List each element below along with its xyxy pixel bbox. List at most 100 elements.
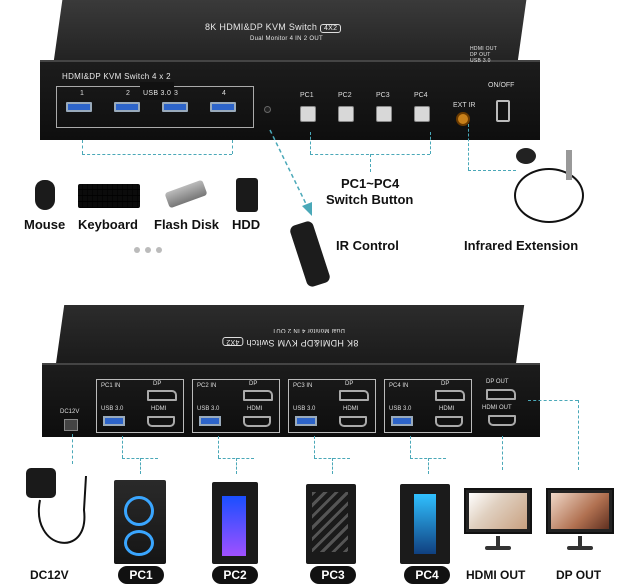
connector-line: [140, 458, 141, 474]
ir-receiver-icon: [516, 148, 536, 164]
connector-line: [310, 132, 311, 154]
pc2-hdmi-port[interactable]: [243, 416, 271, 427]
switch-button-caption-2: Switch Button: [326, 192, 414, 207]
pc2-switch-button[interactable]: [338, 106, 354, 122]
device-front-panel: HDMI&DP KVM Switch 4 x 2 USB 3.0 1 2 3 4…: [40, 60, 540, 140]
connector-line: [82, 140, 83, 154]
usb-port-number: 3: [174, 90, 178, 97]
dc-power-port[interactable]: [64, 419, 78, 431]
pc-button-label: PC2: [338, 92, 352, 99]
pc1-hdmi-port[interactable]: [147, 416, 175, 427]
mouse-icon: [35, 180, 55, 210]
pc1-tower-icon: [114, 480, 166, 564]
infrared-extension-caption: Infrared Extension: [464, 238, 579, 253]
device-top-title: 8K HDMI&DP KVM Switch 4X2: [222, 337, 358, 348]
connector-line: [578, 400, 579, 470]
usb-label: USB 3.0: [389, 406, 412, 412]
pc4-dp-port[interactable]: [435, 390, 465, 401]
usb-port-4[interactable]: [210, 102, 236, 112]
dp-label: DP: [345, 381, 354, 387]
connector-line: [236, 458, 237, 474]
monitor-stand-base: [485, 546, 511, 550]
pc3-label: PC3: [310, 566, 356, 584]
monitor-stand: [496, 536, 500, 546]
hdmi-out-port[interactable]: [488, 415, 516, 426]
pc-in-label: PC2 IN: [197, 383, 217, 389]
connector-line: [468, 124, 469, 170]
ir-cable-icon: [514, 168, 584, 223]
hdmi-out-caption: HDMI OUT: [466, 568, 526, 582]
pc-button-label: PC3: [376, 92, 390, 99]
dp-out-port[interactable]: [486, 389, 516, 400]
pc4-tower-icon: [400, 484, 450, 564]
ext-ir-jack[interactable]: [456, 112, 470, 126]
device-top-subtitle: Dual Monitor 4 IN 2 OUT: [272, 327, 345, 333]
power-toggle[interactable]: [496, 100, 510, 122]
dp-out-label: DP OUT: [486, 379, 509, 385]
dp-monitor-icon: [546, 488, 614, 534]
pc3-switch-button[interactable]: [376, 106, 392, 122]
led-indicator-list: HDMI OUT DP OUT USB 3.0: [470, 46, 497, 64]
pc1-usb-port[interactable]: [103, 416, 125, 426]
pc4-hdmi-port[interactable]: [435, 416, 463, 427]
pc3-dp-port[interactable]: [339, 390, 369, 401]
peripheral-label-flash-disk: Flash Disk: [154, 217, 220, 232]
ir-control-caption: IR Control: [336, 238, 399, 253]
led-label: USB 3.0: [470, 58, 491, 64]
pc1-input-block: PC1 IN DP USB 3.0 HDMI: [96, 379, 184, 433]
audio-jack-icon: [566, 150, 572, 180]
pc4-usb-port[interactable]: [391, 416, 413, 426]
pc-in-label: PC1 IN: [101, 383, 121, 389]
power-adapter-icon: [26, 468, 56, 498]
dp-label: DP: [153, 381, 162, 387]
pc2-usb-port[interactable]: [199, 416, 221, 426]
connector-line: [502, 436, 503, 470]
connector-line: [468, 170, 516, 171]
usb-port-2[interactable]: [114, 102, 140, 112]
keyboard-icon: [78, 184, 140, 208]
device-top-badge: 4X2: [222, 337, 244, 346]
hdmi-out-label: HDMI OUT: [482, 405, 512, 411]
power-cable-icon: [37, 475, 87, 544]
pc2-dp-port[interactable]: [243, 390, 273, 401]
led-label: HDMI OUT: [470, 46, 498, 52]
dp-label: DP: [249, 381, 258, 387]
usb-label: USB 3.0: [293, 406, 316, 412]
usb-hub-label: USB 3.0: [143, 90, 172, 97]
usb-port-number: 1: [80, 90, 84, 97]
dc12v-caption: DC12V: [30, 568, 69, 582]
connector-line: [528, 400, 578, 401]
pc4-switch-button[interactable]: [414, 106, 430, 122]
peripheral-label-mouse: Mouse: [24, 217, 66, 232]
device-top-title: 8K HDMI&DP KVM Switch 4X2: [205, 22, 342, 33]
monitor-stand-base: [567, 546, 593, 550]
usb-port-1[interactable]: [66, 102, 92, 112]
pc2-input-block: PC2 IN DP USB 3.0 HDMI: [192, 379, 280, 433]
dp-out-caption: DP OUT: [556, 568, 602, 582]
pc2-label: PC2: [212, 566, 258, 584]
flash-disk-icon: [164, 179, 208, 209]
hdd-icon: [236, 178, 258, 212]
pc3-hdmi-port[interactable]: [339, 416, 367, 427]
pc1-dp-port[interactable]: [147, 390, 177, 401]
connector-line: [410, 436, 411, 458]
front-title: HDMI&DP KVM Switch 4 x 2: [62, 72, 171, 81]
monitor-stand: [578, 536, 582, 546]
device-top-face: [55, 305, 525, 365]
dc-port-label: DC12V: [60, 409, 80, 415]
peripheral-label-hdd: HDD: [232, 217, 261, 232]
pc1-switch-button[interactable]: [300, 106, 316, 122]
ir-sensor-dot: [264, 106, 271, 113]
pc-in-label: PC4 IN: [389, 383, 409, 389]
usb-port-number: 4: [222, 90, 226, 97]
usb-port-3[interactable]: [162, 102, 188, 112]
connector-line: [332, 458, 333, 474]
connector-line: [72, 434, 73, 464]
connector-line: [82, 154, 232, 155]
pc1-label: PC1: [118, 566, 164, 584]
kvm-switch-front-view: 8K HDMI&DP KVM Switch 4X2 Dual Monitor 4…: [40, 0, 540, 140]
hdmi-label: HDMI: [247, 406, 263, 412]
pc3-usb-port[interactable]: [295, 416, 317, 426]
hdmi-label: HDMI: [151, 406, 167, 412]
power-switch-label: ON/OFF: [488, 82, 515, 89]
